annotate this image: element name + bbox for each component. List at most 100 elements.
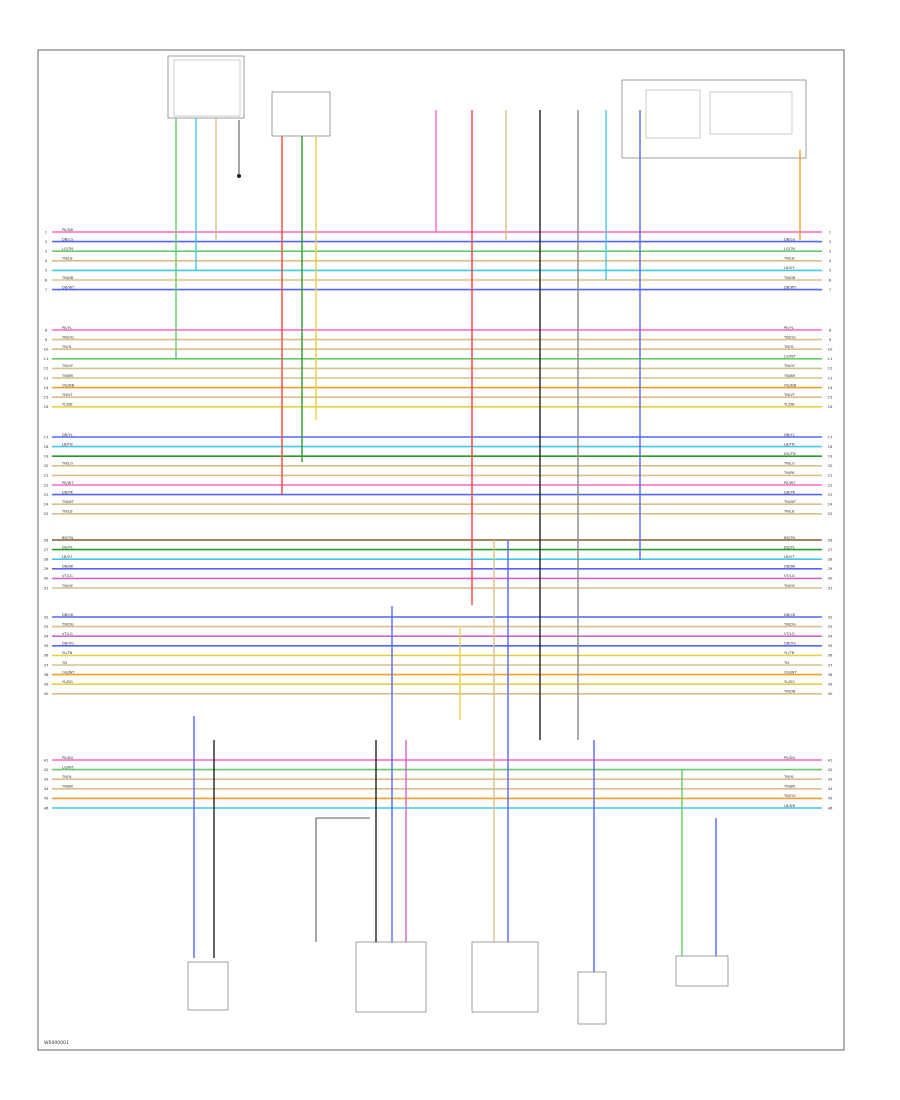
bus-pin-left: 6 xyxy=(45,277,48,282)
bus-pin-left: 39 xyxy=(44,682,49,687)
bus-label-left: TN/LG xyxy=(61,462,73,466)
bus-label-right: TN/OG xyxy=(783,335,796,339)
bus-pin-left: 41 xyxy=(44,757,49,762)
bus-pin-right: 44 xyxy=(828,786,833,791)
bus-pin-left: 16 xyxy=(44,404,49,409)
bus-label-left: TN/YL xyxy=(61,775,72,779)
bus-pin-right: 32 xyxy=(828,614,833,619)
bus-pin-right: 1 xyxy=(829,229,832,234)
bus-pin-left: 26 xyxy=(44,537,49,542)
bus-pin-right: 6 xyxy=(829,277,832,282)
bus-pin-left: 22 xyxy=(44,482,49,487)
bus-pin-left: 7 xyxy=(45,287,48,292)
bus-label-left: TN xyxy=(61,661,67,665)
bus-label-right: TN/PK xyxy=(783,471,795,475)
bus-pin-right: 11 xyxy=(828,356,833,361)
bus-label-left: PK/WT xyxy=(62,481,74,485)
bus-label-left: TN/DG xyxy=(61,622,74,626)
bus-pin-right: 18 xyxy=(828,444,833,449)
bus-label-left: TN/LB xyxy=(61,510,73,514)
bus-label-left: DB/WT xyxy=(62,285,75,289)
bus-label-right: TN/LB xyxy=(783,510,795,514)
component-relay xyxy=(621,79,807,159)
bus-pin-left: 14 xyxy=(44,385,49,390)
bus-pin-left: 17 xyxy=(44,434,49,439)
bus-pin-left: 20 xyxy=(44,463,49,468)
bus-label-left: DB/YL xyxy=(62,433,73,437)
bus-label-left: VT/LG xyxy=(62,632,73,636)
bus-label-left: TN/GY xyxy=(61,364,74,368)
bus-pin-right: 15 xyxy=(828,395,833,400)
bus-pin-right: 4 xyxy=(829,258,832,263)
bus-pin-left: 35 xyxy=(44,643,49,648)
bus-pin-right: 46 xyxy=(828,805,833,810)
bus-pin-left: 43 xyxy=(44,777,49,782)
bus-pin-left: 42 xyxy=(44,767,49,772)
bus-pin-right: 28 xyxy=(828,557,833,562)
bus-label-left: DB/BK xyxy=(62,565,74,569)
bus-label-left: YL/DB xyxy=(62,403,73,407)
bus-label-left: LB/VT xyxy=(62,555,73,559)
bus-pin-right: 19 xyxy=(828,454,833,459)
bus-label-right: LG/TN xyxy=(784,247,795,251)
bus-pin-right: 35 xyxy=(828,643,833,648)
bus-pin-left: 19 xyxy=(44,454,49,459)
bus-label-right: YL/DG xyxy=(784,680,795,684)
bus-pin-left: 1 xyxy=(45,229,48,234)
component-splice-ground xyxy=(237,120,241,178)
bus-label-right: TN/YL xyxy=(783,345,794,349)
bus-pin-right: 16 xyxy=(828,404,833,409)
bus-label-right: TN/BR xyxy=(783,374,796,378)
bus-label-right: TN xyxy=(783,661,789,665)
bus-label-right: OG/DB xyxy=(784,383,797,387)
bus-pin-left: 21 xyxy=(44,473,49,478)
bus-pin-right: 21 xyxy=(828,473,833,478)
bus-pin-left: 40 xyxy=(44,691,49,696)
bus-pin-right: 14 xyxy=(828,385,833,390)
bus-pin-right: 23 xyxy=(828,492,833,497)
component-fuel-level-sensor xyxy=(187,961,229,1011)
bus-label-right: TN/LB xyxy=(783,257,795,261)
bus-pin-right: 36 xyxy=(828,653,833,658)
bus-pin-left: 34 xyxy=(44,634,49,639)
bus-pin-left: 23 xyxy=(44,492,49,497)
bus-pin-left: 36 xyxy=(44,653,49,658)
bus-label-right: VT/LG xyxy=(784,632,795,636)
bus-pin-right: 41 xyxy=(828,757,833,762)
bus-label-left: DB/LB xyxy=(62,613,73,617)
component-pcm xyxy=(167,55,245,119)
bus-label-left: VT/LG xyxy=(62,574,73,578)
bus-pin-left: 15 xyxy=(44,395,49,400)
bus-label-left: PK/DG xyxy=(62,756,74,760)
bus-label-left: DB/LG xyxy=(62,237,73,241)
bus-label-right: VT/LG xyxy=(784,574,795,578)
bus-label-right: LG/WT xyxy=(784,355,797,359)
bus-pin-left: 37 xyxy=(44,662,49,667)
bus-pin-right: 45 xyxy=(828,796,833,801)
bus-pin-right: 38 xyxy=(828,672,833,677)
bus-label-left: TN/YL xyxy=(61,345,72,349)
bus-label-right: TN/LG xyxy=(783,462,795,466)
bus-label-left: DB/OG xyxy=(62,642,74,646)
bus-label-right: TN/GY xyxy=(783,364,796,368)
bus-pin-right: 33 xyxy=(828,624,833,629)
bus-label-right: LB/DB xyxy=(784,804,795,808)
vertical-wires xyxy=(175,110,801,972)
bus-pin-right: 40 xyxy=(828,691,833,696)
bus-pin-left: 38 xyxy=(44,672,49,677)
bus-label-right: DB/OG xyxy=(784,642,796,646)
bus-label-left: PK/YL xyxy=(62,326,72,330)
bus-label-right: TN/OG xyxy=(783,794,796,798)
bus-label-right: TN/GY xyxy=(783,584,796,588)
bus-label-right: PK/DG xyxy=(784,756,796,760)
bus-pin-left: 9 xyxy=(45,337,48,342)
bus-label-right: DB/YL xyxy=(784,433,795,437)
bus-pin-right: 39 xyxy=(828,682,833,687)
bus-label-right: LB/TN xyxy=(784,442,795,446)
bus-label-left: DB/PK xyxy=(62,490,74,494)
bus-label-right: TN/DB xyxy=(783,690,796,694)
bus-label-left: LG/WT xyxy=(62,765,75,769)
bus-label-left: TN/BR xyxy=(61,785,74,789)
bus-pin-left: 13 xyxy=(44,375,49,380)
